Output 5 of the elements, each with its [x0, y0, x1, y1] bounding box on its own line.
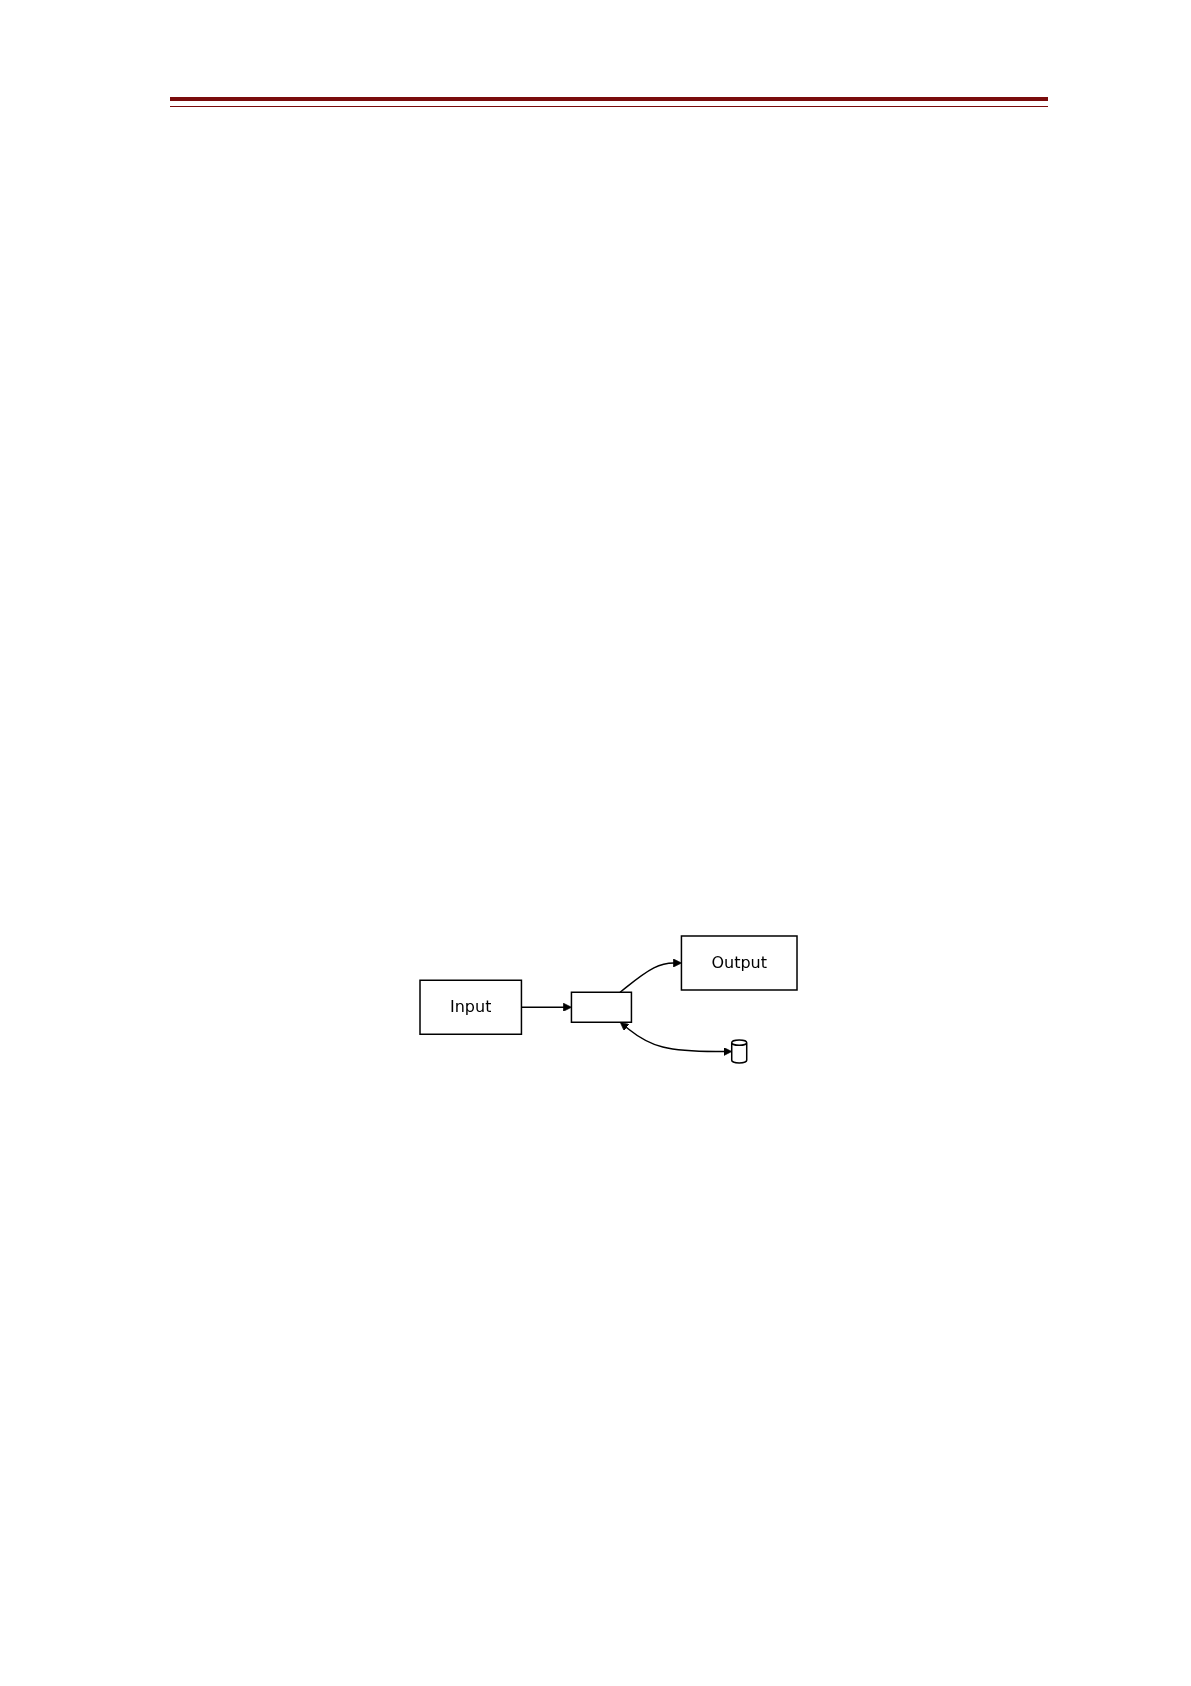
- node-cylinder: [731, 1039, 748, 1065]
- arrow: [620, 1022, 733, 1057]
- node-box: Input: [419, 980, 523, 1036]
- node-box: Output: [681, 935, 799, 992]
- node-box: [571, 992, 633, 1024]
